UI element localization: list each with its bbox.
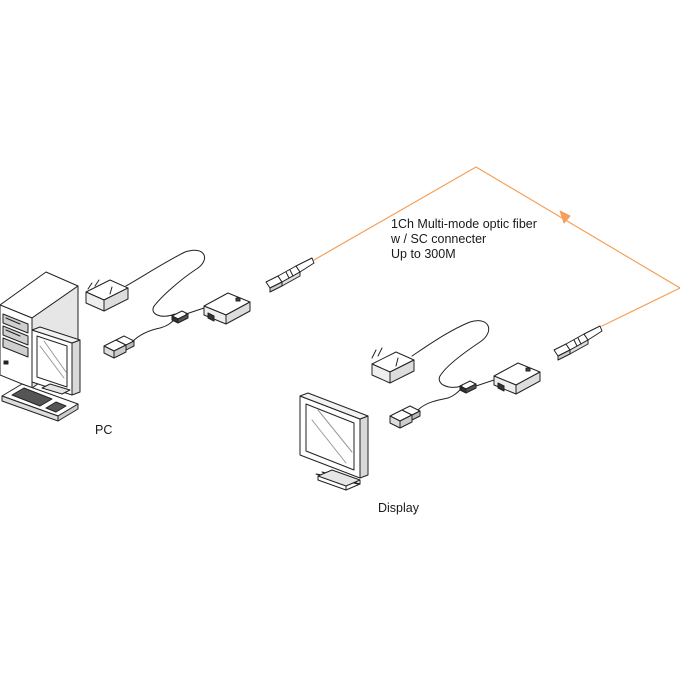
fiber-optic-cable	[313, 166, 680, 327]
pc-hdmi-cable	[131, 317, 177, 343]
left-sc-connector	[265, 257, 315, 293]
display-power-cable	[411, 320, 490, 388]
pc-hdmi-plug	[103, 335, 135, 359]
pc-cable-ferrite	[171, 310, 189, 324]
fiber-receiver	[493, 362, 541, 395]
pc-monitor	[31, 326, 81, 396]
fiber-direction-arrow	[559, 210, 571, 224]
display-power-adapter	[371, 347, 415, 384]
display-label: Display	[378, 501, 419, 515]
display-cable-ferrite	[459, 380, 477, 394]
fiber-spec-line-2: w / SC connecter	[391, 232, 487, 246]
display-cable-to-receiver	[475, 379, 495, 387]
pc-power-cable	[125, 249, 206, 317]
display-hdmi-plug	[389, 405, 421, 429]
pc-power-adapter	[85, 279, 129, 312]
fiber-spec-label: 1Ch Multi-mode optic fiber w / SC connec…	[391, 217, 537, 262]
display-monitor	[299, 392, 369, 491]
right-sc-connector	[553, 325, 603, 361]
pc-keyboard	[1, 383, 79, 422]
fiber-transmitter	[203, 292, 251, 325]
pc-label: PC	[95, 423, 113, 437]
display-hdmi-cable	[417, 387, 463, 411]
pc-cable-to-transmitter	[185, 307, 205, 315]
fiber-spec-line-3: Up to 300M	[391, 247, 456, 261]
fiber-spec-line-1: 1Ch Multi-mode optic fiber	[391, 217, 537, 231]
